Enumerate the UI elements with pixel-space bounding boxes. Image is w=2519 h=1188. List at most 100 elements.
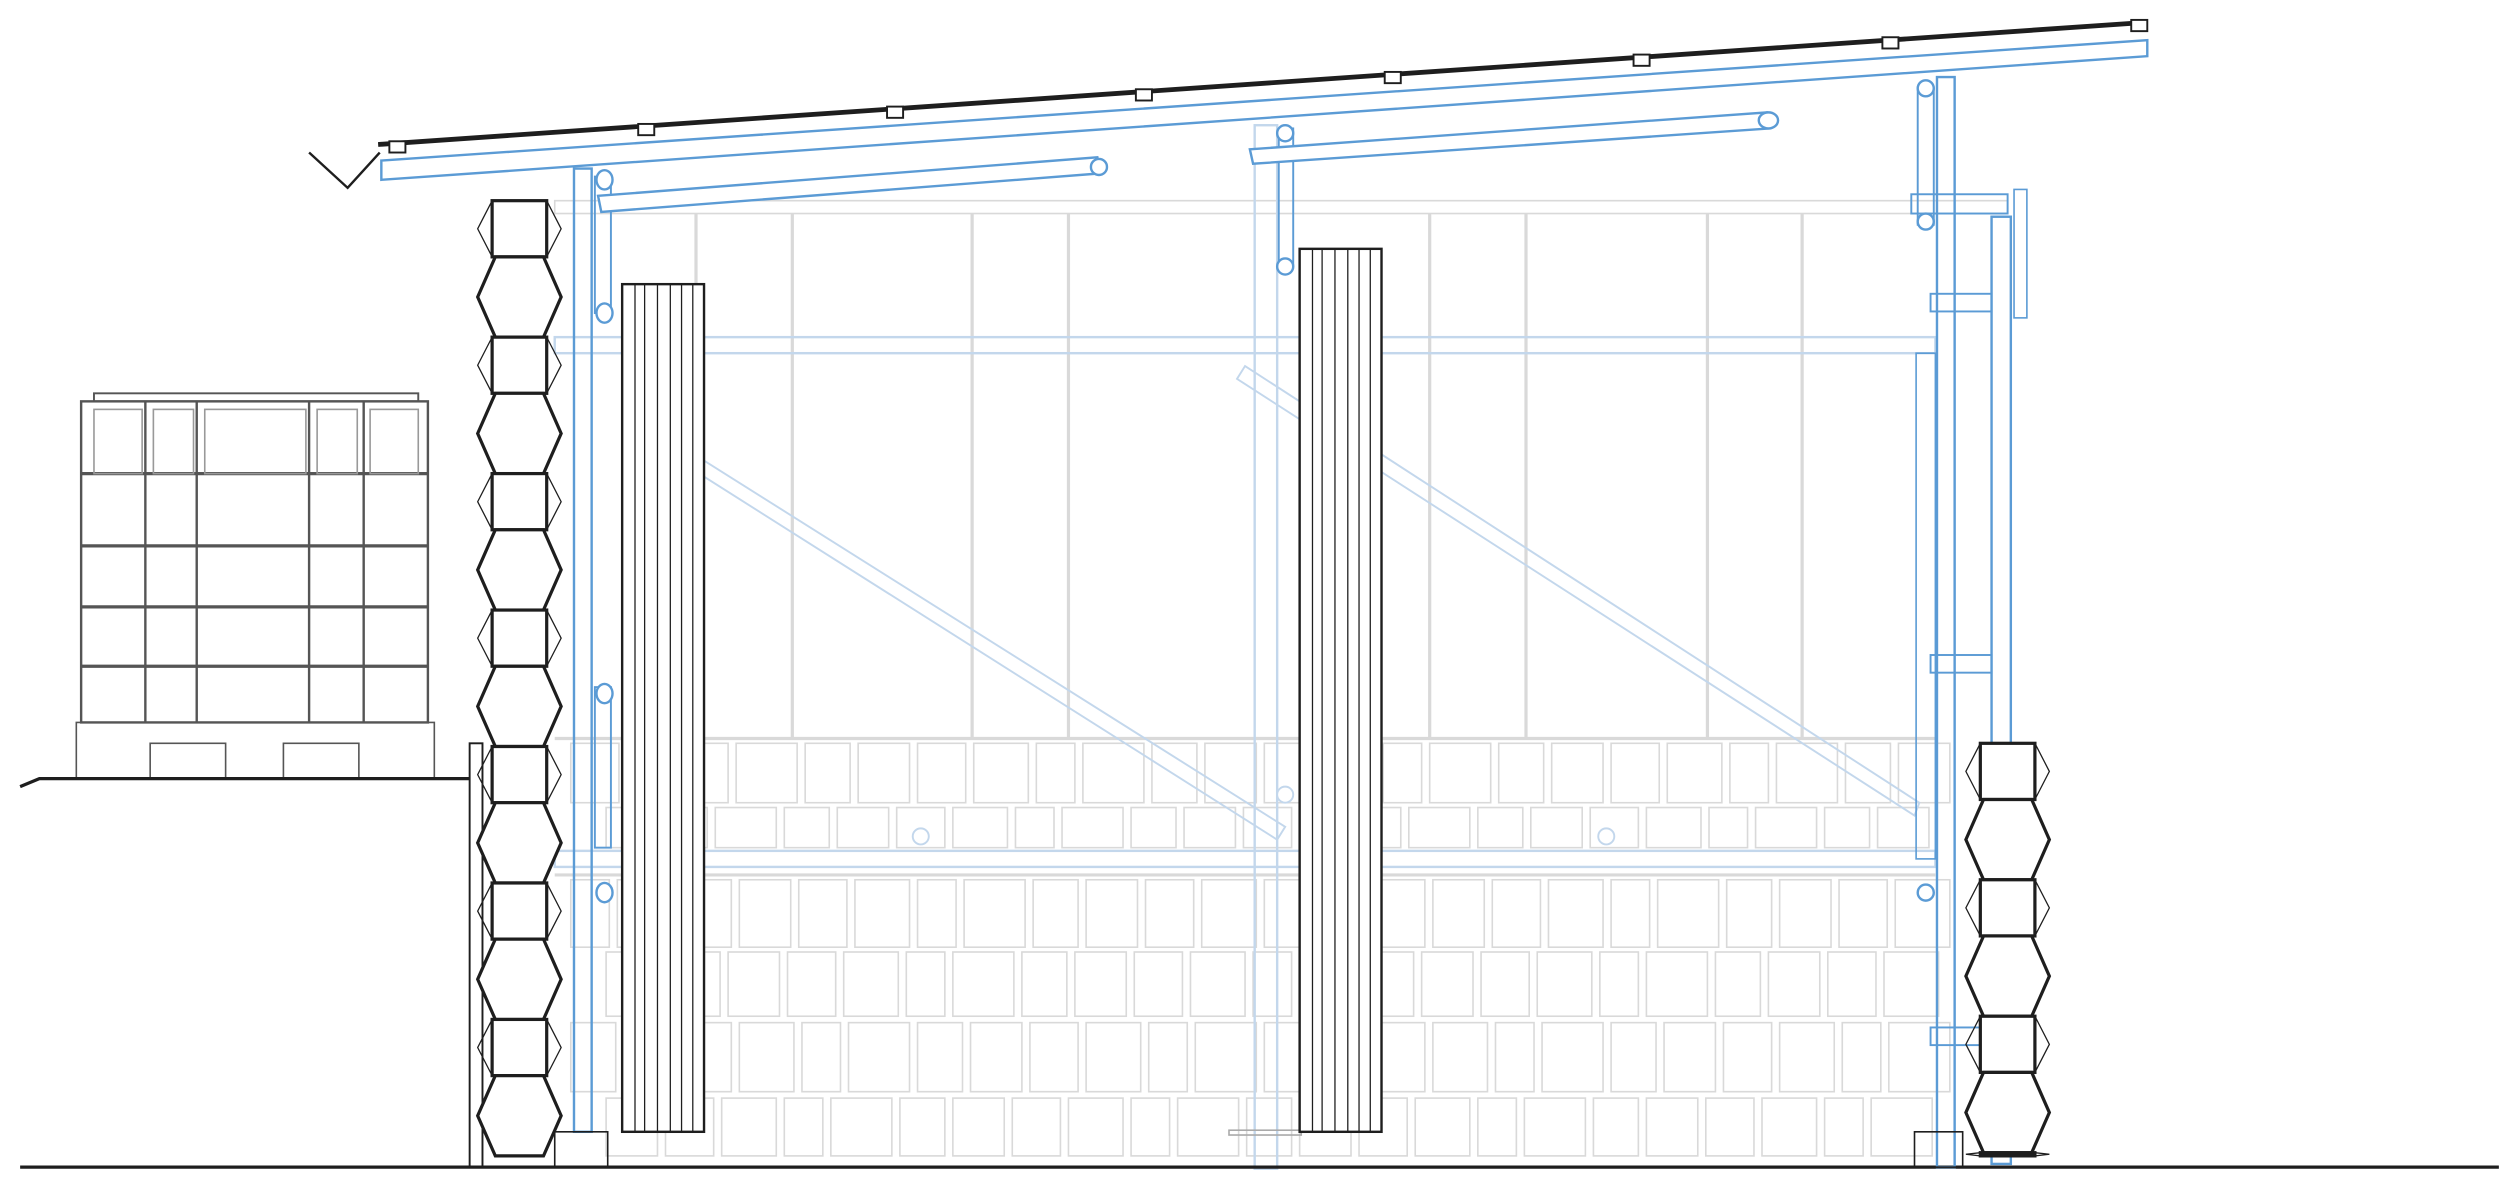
- block: [1477, 806, 1524, 849]
- block: [1663, 1021, 1717, 1093]
- clamp: [2013, 188, 2028, 319]
- fin: [1965, 743, 1981, 800]
- block: [1144, 878, 1195, 948]
- roof-tube: [1248, 111, 1772, 166]
- block: [1085, 1021, 1142, 1093]
- square-block: [490, 1017, 549, 1078]
- block: [1778, 1021, 1836, 1093]
- fin: [546, 882, 562, 940]
- block: [1714, 951, 1762, 1018]
- hexagon-block: [475, 1074, 563, 1158]
- block: [1382, 742, 1423, 804]
- timber-panels: [620, 247, 1383, 1134]
- block: [952, 806, 1009, 849]
- block: [836, 806, 890, 849]
- block: [1245, 1097, 1293, 1157]
- block: [1547, 878, 1604, 948]
- block: [1775, 742, 1839, 804]
- fin: [1965, 1151, 1981, 1157]
- collar: [1929, 654, 1993, 674]
- block: [1645, 1097, 1699, 1157]
- hexagon-block: [1964, 797, 2052, 882]
- ground: [19, 742, 2499, 1169]
- square-block: [490, 744, 549, 805]
- block: [1147, 1021, 1189, 1093]
- right-hanger: [1915, 352, 1937, 860]
- block: [1011, 1097, 1062, 1157]
- block: [1725, 878, 1773, 948]
- mid-beam: [553, 335, 1937, 355]
- block: [905, 951, 946, 1018]
- column-foot: [1913, 1131, 1964, 1168]
- block: [1823, 1097, 1864, 1157]
- block: [1708, 806, 1749, 849]
- block: [1130, 806, 1177, 849]
- tank-cage: [79, 400, 430, 724]
- fin: [1965, 1015, 1981, 1073]
- block: [797, 878, 848, 948]
- hexagon-block: [1964, 934, 2052, 1018]
- block: [1599, 951, 1640, 1018]
- block: [1497, 742, 1545, 804]
- background-wall: [553, 199, 2009, 1157]
- tank-panel: [152, 408, 195, 475]
- block: [1656, 878, 1720, 948]
- block: [1494, 1021, 1535, 1093]
- fin: [2034, 1015, 2051, 1073]
- block: [1133, 951, 1184, 1018]
- tank-panel: [369, 408, 420, 475]
- right-inner-column: [1990, 215, 2013, 1166]
- purlin: [388, 140, 407, 154]
- fin: [546, 609, 562, 667]
- square-block: [1978, 1014, 2037, 1075]
- block: [1414, 1097, 1471, 1157]
- fin: [2034, 1151, 2050, 1157]
- hexagon-columns: [475, 199, 2052, 1158]
- block: [1761, 1097, 1818, 1157]
- block: [801, 1021, 842, 1093]
- pin: [1916, 883, 1935, 902]
- block: [1252, 951, 1293, 1018]
- purlin: [2130, 18, 2149, 33]
- pallet: [75, 721, 436, 780]
- block: [1428, 742, 1492, 804]
- fin: [2034, 743, 2051, 800]
- block: [1242, 806, 1293, 849]
- fin: [1965, 879, 1981, 937]
- block: [804, 742, 851, 804]
- block: [1151, 742, 1198, 804]
- block: [569, 878, 611, 948]
- block: [1870, 1097, 1933, 1157]
- block: [952, 951, 1015, 1018]
- block: [963, 878, 1026, 948]
- purlin: [1383, 70, 1402, 85]
- block: [952, 1097, 1006, 1157]
- bracket: [1910, 193, 2009, 215]
- column-foot: [553, 1131, 609, 1168]
- bolt: [1597, 827, 1616, 846]
- block: [1183, 806, 1237, 849]
- square-block: [490, 881, 549, 941]
- block: [1722, 1021, 1773, 1093]
- fin: [476, 746, 493, 803]
- block: [1523, 1097, 1587, 1157]
- block: [1379, 878, 1426, 948]
- block: [1130, 1097, 1171, 1157]
- pin: [1916, 79, 1935, 98]
- block: [830, 1097, 893, 1157]
- block: [738, 878, 792, 948]
- fin: [476, 473, 493, 531]
- roof: [308, 18, 2149, 190]
- tube-end: [1757, 111, 1780, 130]
- diagonal-brace: [1235, 364, 1921, 818]
- block: [1610, 878, 1651, 948]
- top-rail: [553, 199, 2009, 215]
- block: [1838, 878, 1889, 948]
- bolt: [911, 827, 930, 846]
- rafter: [380, 38, 2149, 182]
- center-post: [1253, 124, 1279, 1170]
- fin: [546, 746, 562, 803]
- tank-lid: [93, 392, 420, 403]
- timber-panel: [620, 282, 706, 1134]
- gutter: [308, 151, 381, 190]
